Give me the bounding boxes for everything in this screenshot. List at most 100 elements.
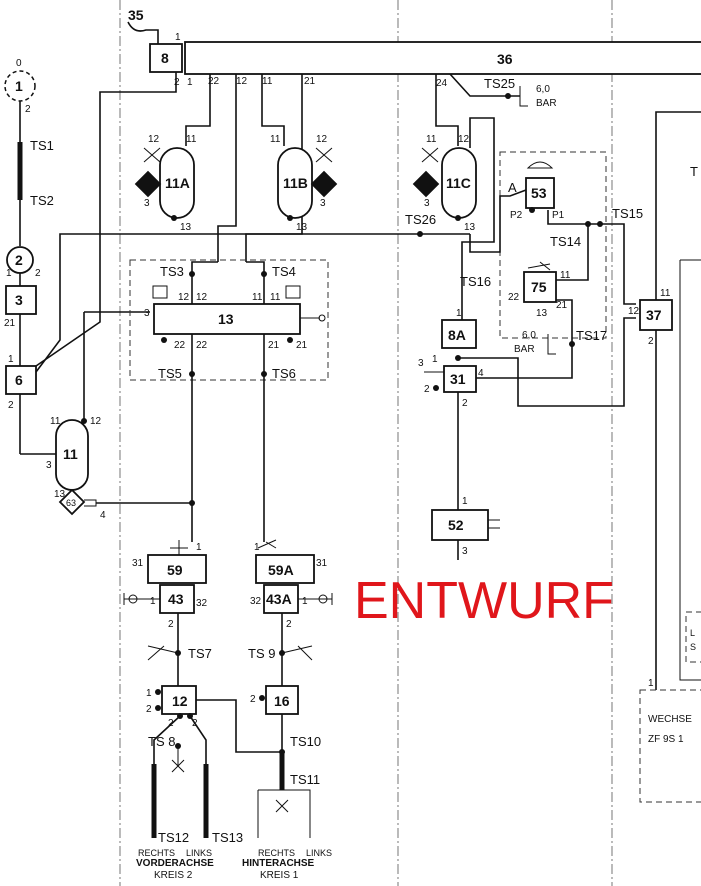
svg-text:2: 2 — [146, 704, 152, 715]
svg-text:11: 11 — [50, 416, 61, 427]
label-2: 2 — [15, 252, 23, 268]
rear-circuit: KREIS 1 — [260, 870, 299, 881]
svg-text:21: 21 — [304, 76, 316, 87]
label-8a: 8A — [448, 327, 466, 343]
svg-text:11: 11 — [560, 270, 571, 281]
svg-text:13: 13 — [180, 222, 192, 233]
svg-text:13: 13 — [296, 222, 308, 233]
svg-text:4: 4 — [100, 510, 106, 521]
label-ts26: TS26 — [405, 212, 436, 227]
label-52: 52 — [448, 517, 464, 533]
label-75: 75 — [531, 279, 547, 295]
svg-text:11: 11 — [660, 288, 671, 299]
front-axle-title: VORDERACHSE — [136, 858, 214, 869]
svg-text:1: 1 — [146, 688, 152, 699]
label-13: 13 — [218, 311, 234, 327]
svg-text:21: 21 — [296, 340, 308, 351]
component-59 — [147, 554, 207, 584]
label-ts4: TS4 — [272, 264, 296, 279]
label-ts9: TS 9 — [248, 646, 275, 661]
label-37: 37 — [646, 307, 662, 323]
svg-text:2: 2 — [168, 619, 174, 630]
svg-text:2: 2 — [25, 104, 31, 115]
svg-text:3: 3 — [418, 358, 424, 369]
label-31: 31 — [450, 371, 466, 387]
component-16 — [265, 685, 299, 715]
svg-text:13: 13 — [54, 489, 66, 500]
svg-text:11: 11 — [262, 76, 273, 87]
front-left-label: LINKS — [186, 848, 212, 858]
svg-text:1: 1 — [196, 542, 202, 553]
svg-text:12: 12 — [90, 416, 102, 427]
svg-text:13: 13 — [536, 308, 548, 319]
line-35 — [127, 21, 159, 44]
svg-text:2: 2 — [648, 336, 654, 347]
gearbox-line1: WECHSE — [648, 714, 692, 725]
svg-text:3: 3 — [424, 198, 430, 209]
rear-axle-title: HINTERACHSE — [242, 858, 315, 869]
right-edge-t: T — [690, 164, 698, 179]
svg-text:3: 3 — [46, 460, 52, 471]
svg-text:11: 11 — [270, 134, 281, 145]
svg-text:12: 12 — [148, 134, 160, 145]
label-ts12: TS12 — [158, 830, 189, 845]
svg-text:3: 3 — [320, 198, 326, 209]
pressure-unit-1: BAR — [536, 98, 557, 109]
svg-text:12: 12 — [178, 292, 190, 303]
svg-text:3: 3 — [144, 198, 150, 209]
label-ts11: TS11 — [290, 772, 320, 787]
component-8 — [149, 43, 183, 73]
svg-text:11: 11 — [252, 292, 263, 303]
rear-left-label: LINKS — [306, 848, 332, 858]
svg-text:22: 22 — [174, 340, 186, 351]
svg-text:22: 22 — [508, 292, 520, 303]
svg-text:13: 13 — [464, 222, 476, 233]
svg-text:31: 31 — [132, 558, 144, 569]
gearbox-box — [639, 689, 701, 803]
label-36: 36 — [497, 51, 513, 67]
port-a: A — [508, 180, 517, 195]
port-p1: P1 — [552, 210, 565, 221]
svg-text:2: 2 — [8, 400, 14, 411]
component-59a — [255, 554, 315, 584]
label-63: 63 — [66, 498, 76, 508]
front-circuit: KREIS 2 — [154, 870, 193, 881]
label-ts6: TS6 — [272, 366, 296, 381]
label-43: 43 — [168, 591, 184, 607]
svg-text:2: 2 — [424, 384, 430, 395]
port-p2: P2 — [510, 210, 523, 221]
label-11: 11 — [63, 446, 78, 462]
svg-text:2: 2 — [462, 398, 468, 409]
component-8a — [441, 319, 477, 349]
label-16: 16 — [274, 693, 290, 709]
label-ts5: TS5 — [158, 366, 182, 381]
component-52 — [431, 509, 489, 541]
component-13 — [153, 303, 301, 335]
label-ts1: TS1 — [30, 138, 54, 153]
svg-text:1: 1 — [462, 496, 468, 507]
svg-text:1: 1 — [456, 308, 462, 319]
svg-text:1: 1 — [150, 596, 156, 607]
label-ts8: TS 8 — [148, 734, 175, 749]
label-8: 8 — [161, 50, 169, 66]
label-59: 59 — [167, 562, 183, 578]
label-ts17: TS17 — [576, 328, 607, 343]
component-63 — [58, 488, 86, 516]
svg-text:22: 22 — [196, 340, 208, 351]
svg-text:2: 2 — [286, 619, 292, 630]
right-edge-l: L — [690, 628, 695, 638]
label-11a: 11A — [165, 175, 190, 191]
svg-text:12: 12 — [236, 76, 248, 87]
component-6 — [5, 365, 37, 395]
component-3 — [5, 285, 37, 315]
svg-text:1: 1 — [187, 77, 193, 88]
svg-text:12: 12 — [316, 134, 328, 145]
group-13 — [129, 259, 329, 381]
label-ts13: TS13 — [212, 830, 243, 845]
label-ts16: TS16 — [460, 274, 491, 289]
label-ts25: TS25 — [484, 76, 515, 91]
label-1: 1 — [15, 78, 23, 94]
svg-text:1: 1 — [8, 354, 14, 365]
svg-text:1: 1 — [432, 354, 438, 365]
svg-text:11: 11 — [186, 134, 197, 145]
